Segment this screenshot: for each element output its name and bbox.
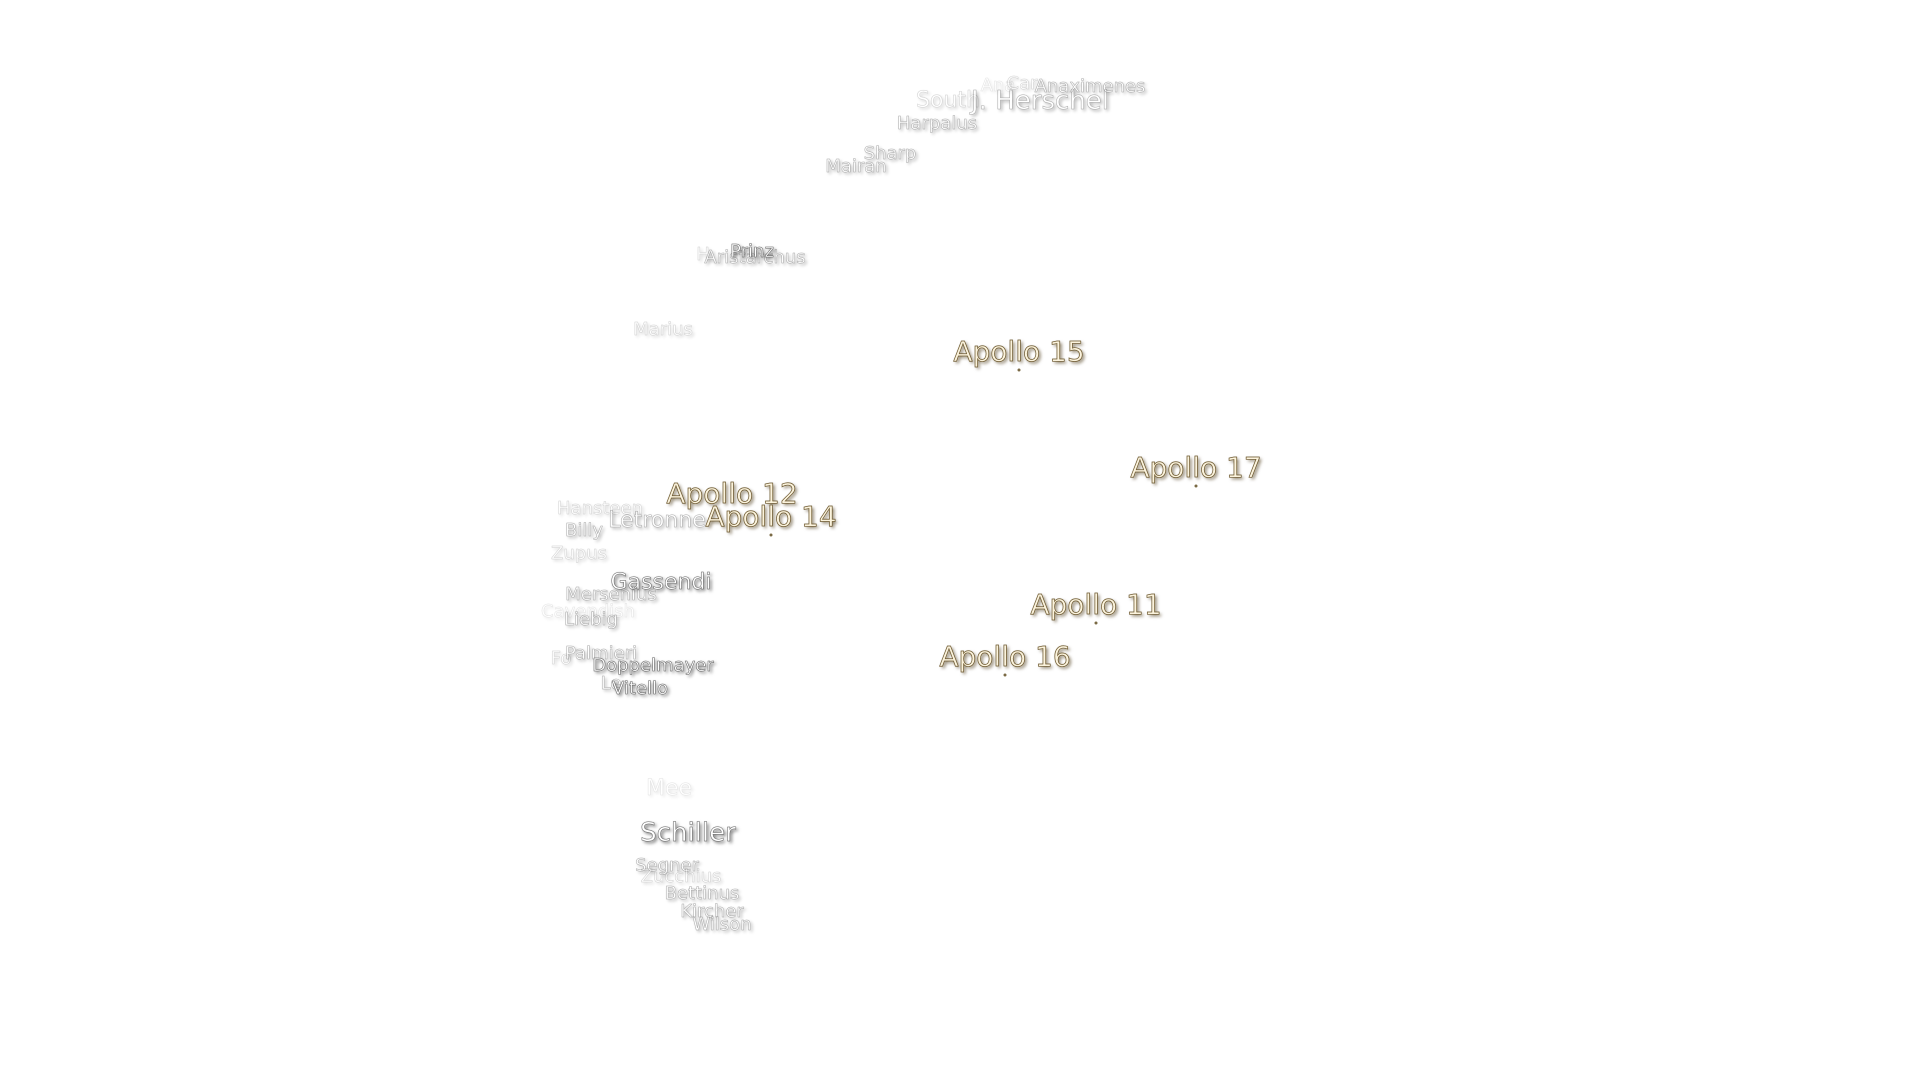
crater-label-schiller[interactable]: Schiller bbox=[640, 818, 736, 848]
apollo-11-site-marker[interactable] bbox=[1094, 621, 1098, 625]
crater-label-gassendi[interactable]: Gassendi bbox=[610, 570, 712, 595]
crater-label-hansteen[interactable]: Hansteen bbox=[557, 498, 643, 519]
apollo-14-label[interactable]: Apollo 14 bbox=[705, 500, 837, 533]
crater-label-carpenter[interactable]: Car bbox=[1006, 73, 1038, 94]
crater-label-south[interactable]: South bbox=[916, 88, 980, 113]
crater-label-letronne[interactable]: Letronne bbox=[608, 508, 706, 533]
crater-label-fourier[interactable]: Fo bbox=[550, 648, 572, 669]
apollo-14-site-marker[interactable] bbox=[769, 533, 773, 537]
crater-label-vitello[interactable]: Vitello bbox=[611, 678, 669, 699]
apollo-15-label[interactable]: Apollo 15 bbox=[953, 335, 1085, 368]
apollo-15-site-marker[interactable] bbox=[1017, 368, 1021, 372]
crater-label-wilson[interactable]: Wilson bbox=[692, 914, 752, 935]
crater-label-mee[interactable]: Mee bbox=[645, 776, 693, 801]
crater-label-zupus[interactable]: Zupus bbox=[551, 543, 607, 564]
crater-label-prinz[interactable]: Prinz bbox=[730, 241, 774, 262]
apollo-12-label[interactable]: Apollo 12 bbox=[666, 477, 798, 510]
crater-label-liebig[interactable]: Liebig bbox=[564, 609, 618, 630]
crater-label-harpalus[interactable]: Harpalus bbox=[896, 113, 978, 134]
crater-label-kircher[interactable]: Kircher bbox=[680, 901, 744, 922]
crater-label-zucchius[interactable]: Zucchius bbox=[640, 866, 722, 887]
crater-label-herodotus[interactable]: H bbox=[696, 244, 710, 265]
crater-label-j-herschel[interactable]: J. Herschel bbox=[971, 86, 1109, 116]
crater-label-marius[interactable]: Marius bbox=[633, 319, 693, 340]
apollo-17-site-marker[interactable] bbox=[1194, 484, 1198, 488]
apollo-16-label[interactable]: Apollo 16 bbox=[939, 640, 1071, 673]
crater-label-anaximander[interactable]: Ana bbox=[980, 75, 1016, 96]
apollo-17-label[interactable]: Apollo 17 bbox=[1130, 451, 1262, 484]
crater-label-bettinus[interactable]: Bettinus bbox=[664, 883, 740, 904]
crater-label-mairan[interactable]: Mairan bbox=[825, 156, 887, 177]
crater-label-segner[interactable]: Segner bbox=[635, 855, 699, 876]
crater-label-doppelmayer[interactable]: Doppelmayer bbox=[592, 655, 714, 676]
crater-label-anaximenes[interactable]: Anaximenes bbox=[1034, 76, 1146, 97]
crater-label-aristarchus[interactable]: Aristarchus bbox=[704, 247, 806, 268]
crater-label-billy[interactable]: Billy bbox=[564, 520, 604, 541]
crater-label-cavendish[interactable]: Cavendish bbox=[541, 601, 635, 622]
crater-label-lee[interactable]: Le bbox=[600, 673, 622, 694]
apollo-16-site-marker[interactable] bbox=[1003, 673, 1007, 677]
crater-label-sharp[interactable]: Sharp bbox=[863, 143, 917, 164]
crater-label-mersenius[interactable]: Mersenius bbox=[565, 584, 657, 605]
apollo-12-site-marker[interactable] bbox=[730, 510, 734, 514]
crater-label-palmieri[interactable]: Palmieri bbox=[564, 643, 638, 664]
apollo-11-label[interactable]: Apollo 11 bbox=[1030, 588, 1162, 621]
